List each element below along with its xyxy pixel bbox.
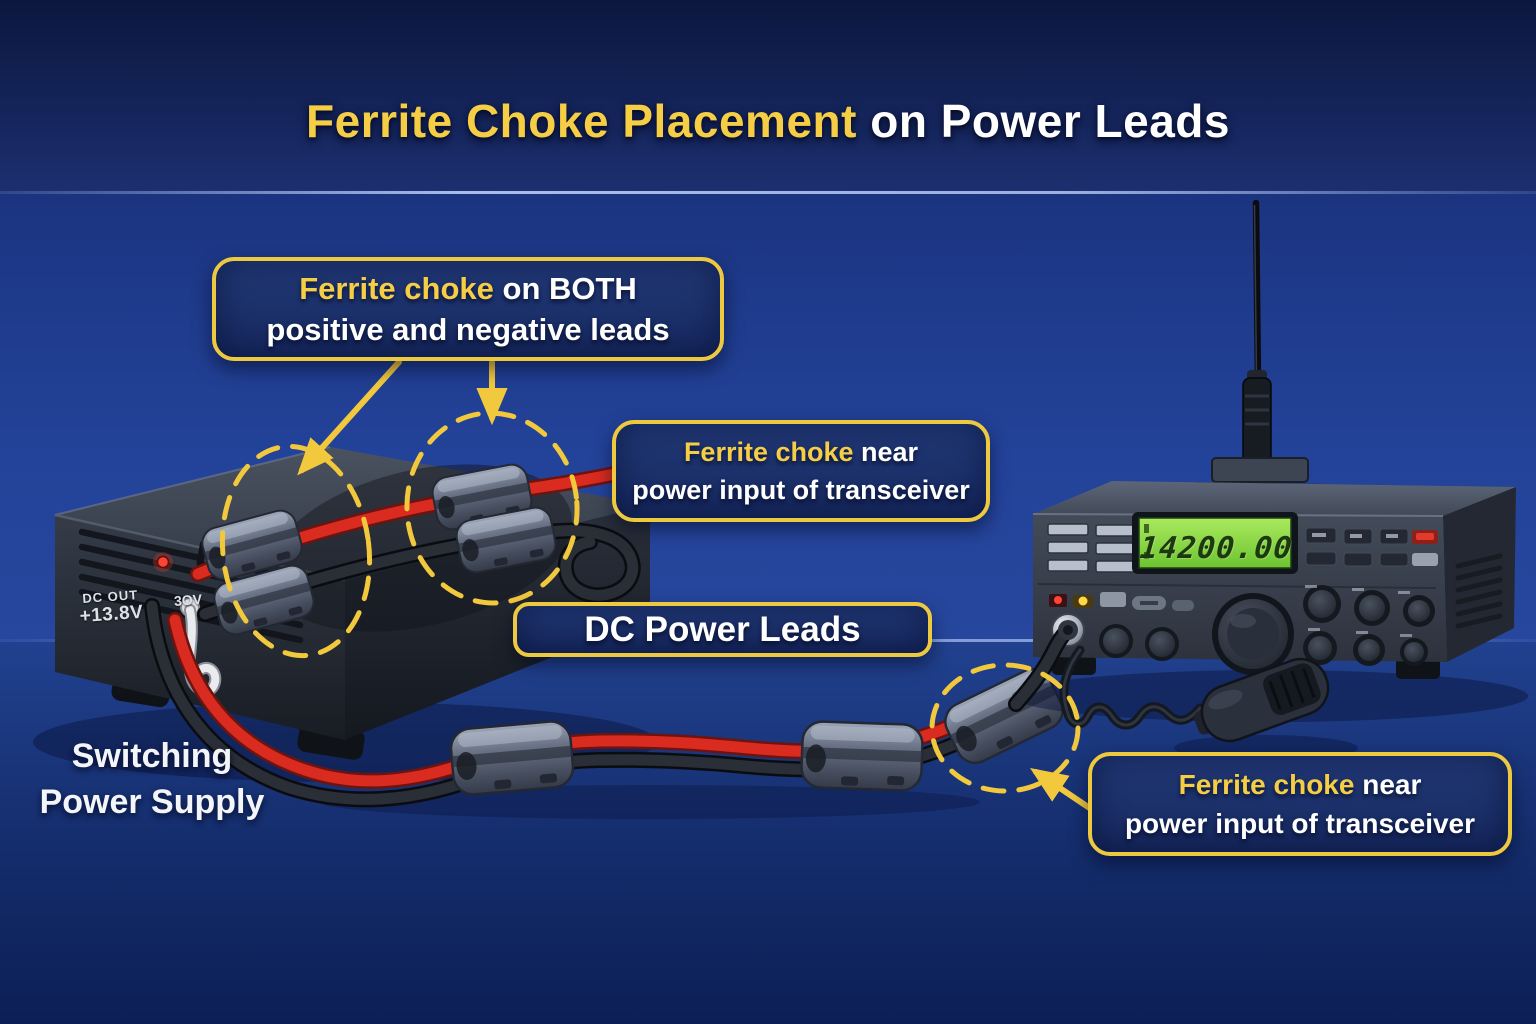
callout-dc-power-leads: DC Power Leads <box>513 602 932 657</box>
callout-bottom-transceiver: Ferrite choke near power input of transc… <box>1088 752 1512 856</box>
radio-knobs <box>1099 585 1435 675</box>
ferrite-choke-mid-run-2 <box>799 719 925 793</box>
caption-line-1: Switching <box>71 737 233 775</box>
callout-line-2: positive and negative leads <box>266 312 670 347</box>
callout-line-2: power input of transceiver <box>1124 808 1476 839</box>
callout-highlight: Ferrite choke <box>683 437 854 467</box>
antenna <box>1186 199 1336 514</box>
transceiver-power-cable <box>1008 620 1078 712</box>
highlight-circle-transceiver-choke <box>929 662 1081 794</box>
horizon-line-upper <box>0 191 1536 194</box>
callout-line-1: Ferrite choke on BOTH <box>299 268 637 309</box>
radio-right-buttons <box>1305 527 1438 567</box>
power-supply-caption: Switching Power Supply <box>18 733 286 825</box>
dc-power-leads-label: DC Power Leads <box>584 609 861 649</box>
page-title: Ferrite Choke Placement on Power Leads <box>0 94 1536 148</box>
callout-both-leads: Ferrite choke on BOTH positive and negat… <box>212 257 724 361</box>
radio-top-face <box>1033 481 1516 516</box>
background-top-band <box>0 0 1536 193</box>
radio-left-buttons <box>1047 523 1137 573</box>
panel-markings <box>1305 585 1412 637</box>
radio-indicators <box>1049 592 1194 611</box>
callout-top-transceiver: Ferrite choke near power input of transc… <box>612 420 990 522</box>
title-highlight: Ferrite Choke Placement <box>306 95 857 147</box>
title-rest: on Power Leads <box>856 95 1230 147</box>
highlight-circle-psu-chokes-1 <box>219 443 373 659</box>
radio-side-vents <box>1455 553 1503 629</box>
highlight-circle-psu-chokes-2 <box>404 410 580 606</box>
callout-highlight: Ferrite choke <box>299 271 494 306</box>
caption-line-2: Power Supply <box>39 783 265 821</box>
callout-line-1: Ferrite choke near <box>1179 765 1422 804</box>
callout-rest: near <box>853 437 919 467</box>
callout-rest: on BOTH <box>493 271 637 306</box>
callout-highlight: Ferrite choke <box>1178 769 1355 800</box>
callout-line-1: Ferrite choke near <box>684 433 918 471</box>
callout-rest: near <box>1354 769 1422 800</box>
callout-line-2: power input of transceiver <box>632 475 970 505</box>
arrow-to-choke-pair-1 <box>297 359 402 476</box>
microphone <box>1059 645 1330 743</box>
power-led <box>156 555 170 569</box>
frequency-display <box>1132 512 1298 574</box>
ferrite-choke-mid-run-1 <box>448 718 576 798</box>
frequency-readout: 14200.00 <box>1138 531 1295 566</box>
psu-port-label: 3OV <box>173 591 203 609</box>
transceiver-illustration <box>1012 199 1528 722</box>
